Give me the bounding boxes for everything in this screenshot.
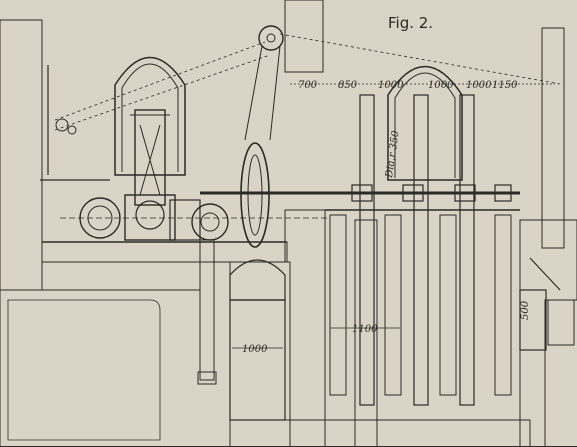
governor-icon	[40, 65, 110, 181]
engine-room	[42, 56, 287, 243]
engine-room-window	[114, 56, 186, 176]
dim-span-5: 1000	[466, 80, 492, 91]
dim-span-2: 850	[338, 80, 358, 91]
water-tank	[229, 259, 286, 421]
side-machine: 500	[519, 257, 575, 351]
pump-rods	[329, 94, 512, 406]
foundation-rubble	[7, 299, 161, 441]
dim-span-6: 1150	[492, 80, 518, 91]
belt-guide-lines	[54, 33, 561, 219]
belt-pulley-icon	[244, 25, 284, 141]
dim-span-3: 1000	[378, 80, 404, 91]
figure-title: Fig. 2.	[388, 14, 433, 32]
steam-engine-icon	[124, 109, 176, 241]
tank-width-label: 1000	[242, 344, 268, 355]
side-label: 500	[520, 300, 531, 320]
dim-span-1: 700	[298, 80, 318, 91]
well-width-label: 1100	[352, 324, 378, 335]
dim-span-4: 1000	[428, 80, 454, 91]
suction-pipes	[197, 239, 217, 385]
crank-units	[351, 184, 512, 202]
flywheel-icon	[240, 142, 270, 248]
